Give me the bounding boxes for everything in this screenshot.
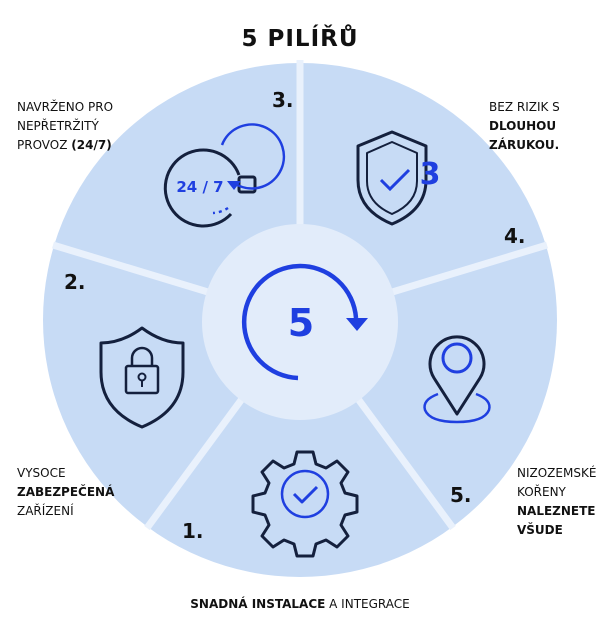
clock-24-7-icon: [163, 123, 286, 228]
center-arrow-arc: [241, 263, 359, 381]
caption-pillar-4: BEZ RIZIK S DLOUHOU ZÁRUKOU.: [489, 100, 560, 152]
caption-pillar-1: SNADNÁ INSTALACE A INTEGRACE: [190, 597, 410, 611]
pillar-number-2: 2.: [64, 270, 86, 294]
location-pin-icon: [423, 335, 491, 424]
caption-pillar-5: NIZOZEMSKÉ KOŘENY NALEZNETE VŠUDE: [517, 466, 597, 537]
shield-lock-icon: [99, 326, 185, 429]
caption-pillar-3: NAVRŽENO PRO NEPŘETRŽITÝ PROVOZ (24/7): [17, 100, 114, 152]
shield-check-number: 3: [420, 157, 441, 192]
clock-24-7-label: 24 / 7: [176, 178, 223, 196]
gear-check-icon: [251, 450, 359, 558]
page-title: 5 PILÍŘŮ: [241, 26, 359, 52]
caption-pillar-2: VYSOCE ZABEZPEČENÁ ZAŘÍZENÍ: [17, 466, 115, 518]
pillar-number-3: 3.: [272, 88, 294, 112]
center-arrow-head: [346, 318, 368, 331]
pillar-number-4: 4.: [504, 224, 526, 248]
pillar-number-1: 1.: [182, 519, 204, 543]
center-circle: [202, 224, 398, 420]
center-number: 5: [288, 301, 314, 345]
shield-check-icon: [356, 130, 428, 226]
pillar-number-5: 5.: [450, 483, 472, 507]
